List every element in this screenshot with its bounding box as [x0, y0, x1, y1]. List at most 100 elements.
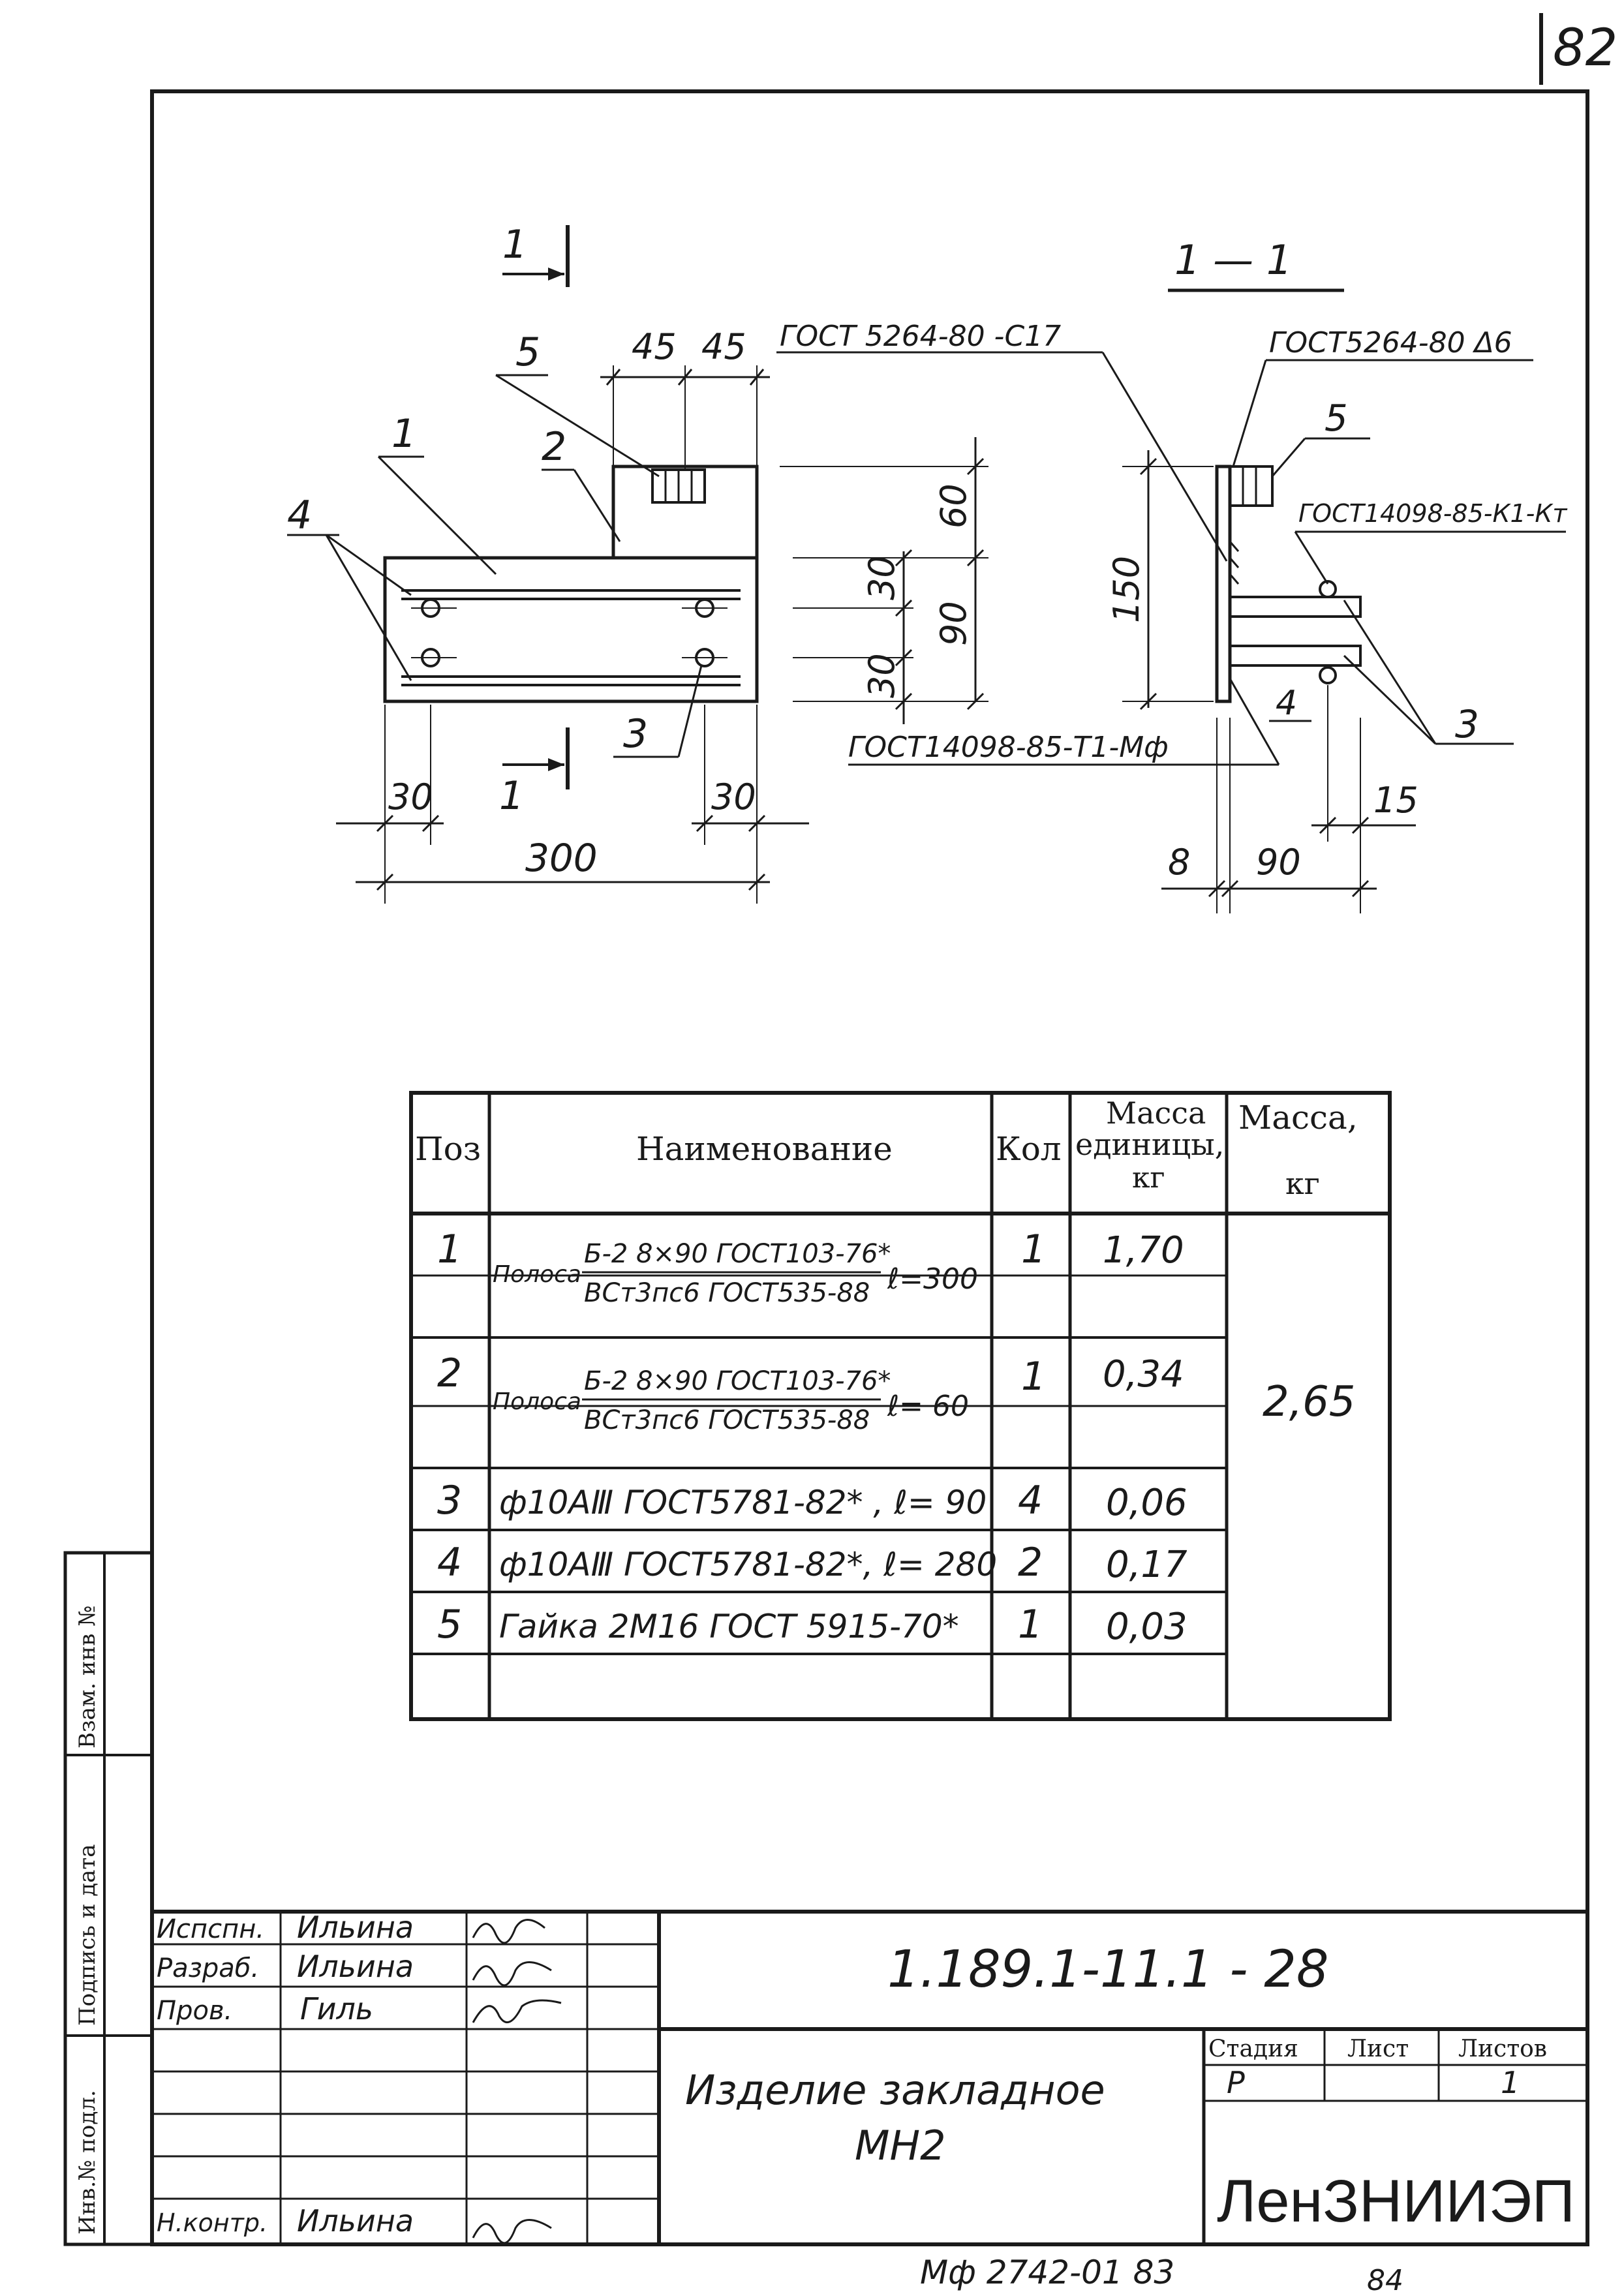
- section-label-bottom: 1: [499, 773, 524, 819]
- row-2-unit-mass: 0,34: [1103, 1353, 1184, 1396]
- dim-30-left: 30: [388, 776, 433, 817]
- specification-table: Поз Наименование Кол Масса единицы, кг М…: [409, 1091, 1392, 1721]
- row-1-unit-mass: 1,70: [1103, 1229, 1184, 1272]
- row-3-name: ф10АⅢ ГОСТ5781-82* , ℓ= 90: [499, 1484, 987, 1521]
- row-3-unit-mass: 0,06: [1106, 1482, 1187, 1524]
- item-name-line-2: МН2: [855, 2122, 946, 2169]
- signature: [472, 2219, 552, 2244]
- note-weld-side: ГОСТ5264-80 Δ6: [1269, 326, 1512, 359]
- dim-30-bottom: 30: [861, 653, 902, 698]
- header-unit-mass-2: единицы,: [1075, 1127, 1224, 1162]
- note-weld-k1: ГОСТ14098-85-К1-Кт: [1298, 499, 1568, 528]
- plate-section: [1215, 465, 1232, 703]
- designation: 1.189.1-11.1 - 28: [887, 1940, 1329, 1999]
- row-3-pos: 3: [437, 1478, 462, 1523]
- anchor-3-section: [1229, 596, 1362, 618]
- dim-300: 300: [525, 836, 598, 880]
- sheet-label: Лист: [1347, 2036, 1409, 2062]
- row-2-qty: 1: [1021, 1354, 1046, 1399]
- dim-45-right: 45: [701, 326, 746, 367]
- front-view: 1 1 1 2 5 4 3 45 45: [287, 222, 988, 904]
- footer-extra: 84: [1367, 2264, 1403, 2292]
- header-name: Наименование: [636, 1130, 893, 1168]
- row-3-qty: 4: [1018, 1478, 1043, 1523]
- row-5-pos: 5: [437, 1602, 462, 1647]
- plate-1: [383, 556, 759, 703]
- role-2: Разраб.: [157, 1953, 259, 1983]
- row-4-pos: 4: [437, 1540, 462, 1585]
- row-1-top: Б-2 8×90 ГОСТ103-76*: [584, 1239, 891, 1269]
- dim-60: 60: [933, 483, 974, 528]
- dim-8: 8: [1168, 842, 1190, 883]
- stamp-vzam-inv: Взам. инв №: [74, 1606, 100, 1749]
- stamp-inv-podl: Инв.№ подл.: [74, 2090, 100, 2235]
- row-2-pos: 2: [437, 1351, 462, 1396]
- note-weld-t1: ГОСТ14098-85-Т1-Мф: [848, 731, 1169, 764]
- plate-2: [611, 465, 759, 560]
- row-1-prefix: Полоса: [493, 1261, 581, 1288]
- item-name-line-1: Изделие закладное: [685, 2066, 1105, 2114]
- dim-15: 15: [1373, 780, 1418, 821]
- dim-90-horizontal: 90: [1256, 842, 1301, 883]
- row-4-qty: 2: [1018, 1540, 1043, 1585]
- header-qty: Кол: [996, 1130, 1062, 1168]
- title-block: Испспн. Ильина Разраб. Ильина Пров. Гиль…: [152, 1910, 1587, 2244]
- section-view: 1 — 1 ГОСТ 5264-80 -С17 ГОСТ5264-80 Δ6 5…: [776, 236, 1568, 913]
- role-1: Испспн.: [157, 1914, 264, 1944]
- anchor-3-section: [1229, 645, 1362, 667]
- note-weld-top: ГОСТ 5264-80 -С17: [780, 320, 1061, 353]
- page-number: 82: [1553, 19, 1617, 78]
- sheets-label: Листов: [1458, 2036, 1547, 2062]
- stage-value: Р: [1227, 2065, 1245, 2100]
- name-1: Ильина: [297, 1910, 414, 1945]
- organization: ЛенЗНИИЭП: [1217, 2168, 1575, 2235]
- side-stamp: Взам. инв № Подпись и дата Инв.№ подл.: [63, 1551, 154, 2246]
- header-mass-2: кг: [1285, 1166, 1320, 1201]
- pos-5-label: 5: [515, 329, 540, 375]
- section-title: 1 — 1: [1174, 236, 1292, 284]
- pos-3-section-label: 3: [1455, 702, 1479, 746]
- pos-4-section-label: 4: [1276, 684, 1297, 723]
- row-5-unit-mass: 0,03: [1106, 1606, 1187, 1648]
- pos-4-label: 4: [287, 493, 312, 538]
- row-2-prefix: Полоса: [493, 1388, 581, 1415]
- pos-3-label: 3: [623, 711, 648, 757]
- row-4-unit-mass: 0,17: [1106, 1544, 1187, 1586]
- header-unit-mass-1: Масса: [1106, 1095, 1206, 1131]
- row-1-bottom: ВСт3пс6 ГОСТ535-88: [584, 1278, 870, 1308]
- stage-label: Стадия: [1208, 2036, 1298, 2062]
- dim-30-right: 30: [711, 776, 756, 817]
- row-4-name: ф10АⅢ ГОСТ5781-82*, ℓ= 280: [499, 1546, 997, 1583]
- signature: [472, 1919, 545, 1944]
- dim-90-vertical: 90: [933, 601, 974, 646]
- row-2-suffix: ℓ= 60: [887, 1390, 969, 1423]
- name-4: Ильина: [297, 2203, 414, 2239]
- row-5-qty: 1: [1018, 1602, 1043, 1647]
- signature: [472, 1961, 552, 1987]
- row-2-top: Б-2 8×90 ГОСТ103-76*: [584, 1366, 891, 1396]
- header-pos: Поз: [415, 1130, 481, 1168]
- sheet-frame: [150, 89, 1589, 2246]
- sheets-value: 1: [1501, 2065, 1520, 2100]
- role-4: Н.контр.: [157, 2208, 268, 2237]
- section-label-top: 1: [502, 222, 527, 267]
- row-1-qty: 1: [1021, 1227, 1046, 1272]
- row-1-suffix: ℓ=300: [887, 1262, 978, 1296]
- nut-section: [1229, 465, 1274, 507]
- dim-150: 150: [1106, 556, 1147, 623]
- dim-45-left: 45: [632, 326, 677, 367]
- row-1-pos: 1: [437, 1227, 462, 1272]
- role-3: Пров.: [157, 1996, 232, 2026]
- header-mass-1: Масса,: [1238, 1099, 1358, 1137]
- name-2: Ильина: [297, 1949, 414, 1984]
- name-3: Гиль: [300, 1991, 373, 2026]
- signature: [472, 1999, 562, 2024]
- pos-5-section-label: 5: [1325, 397, 1348, 440]
- row-5-name: Гайка 2М16 ГОСТ 5915-70*: [499, 1608, 959, 1645]
- header-unit-mass-3: кг: [1132, 1161, 1165, 1195]
- footer-code: Мф 2742-01 83: [920, 2254, 1174, 2291]
- pos-2-label: 2: [542, 424, 566, 470]
- pos-1-label: 1: [391, 411, 416, 457]
